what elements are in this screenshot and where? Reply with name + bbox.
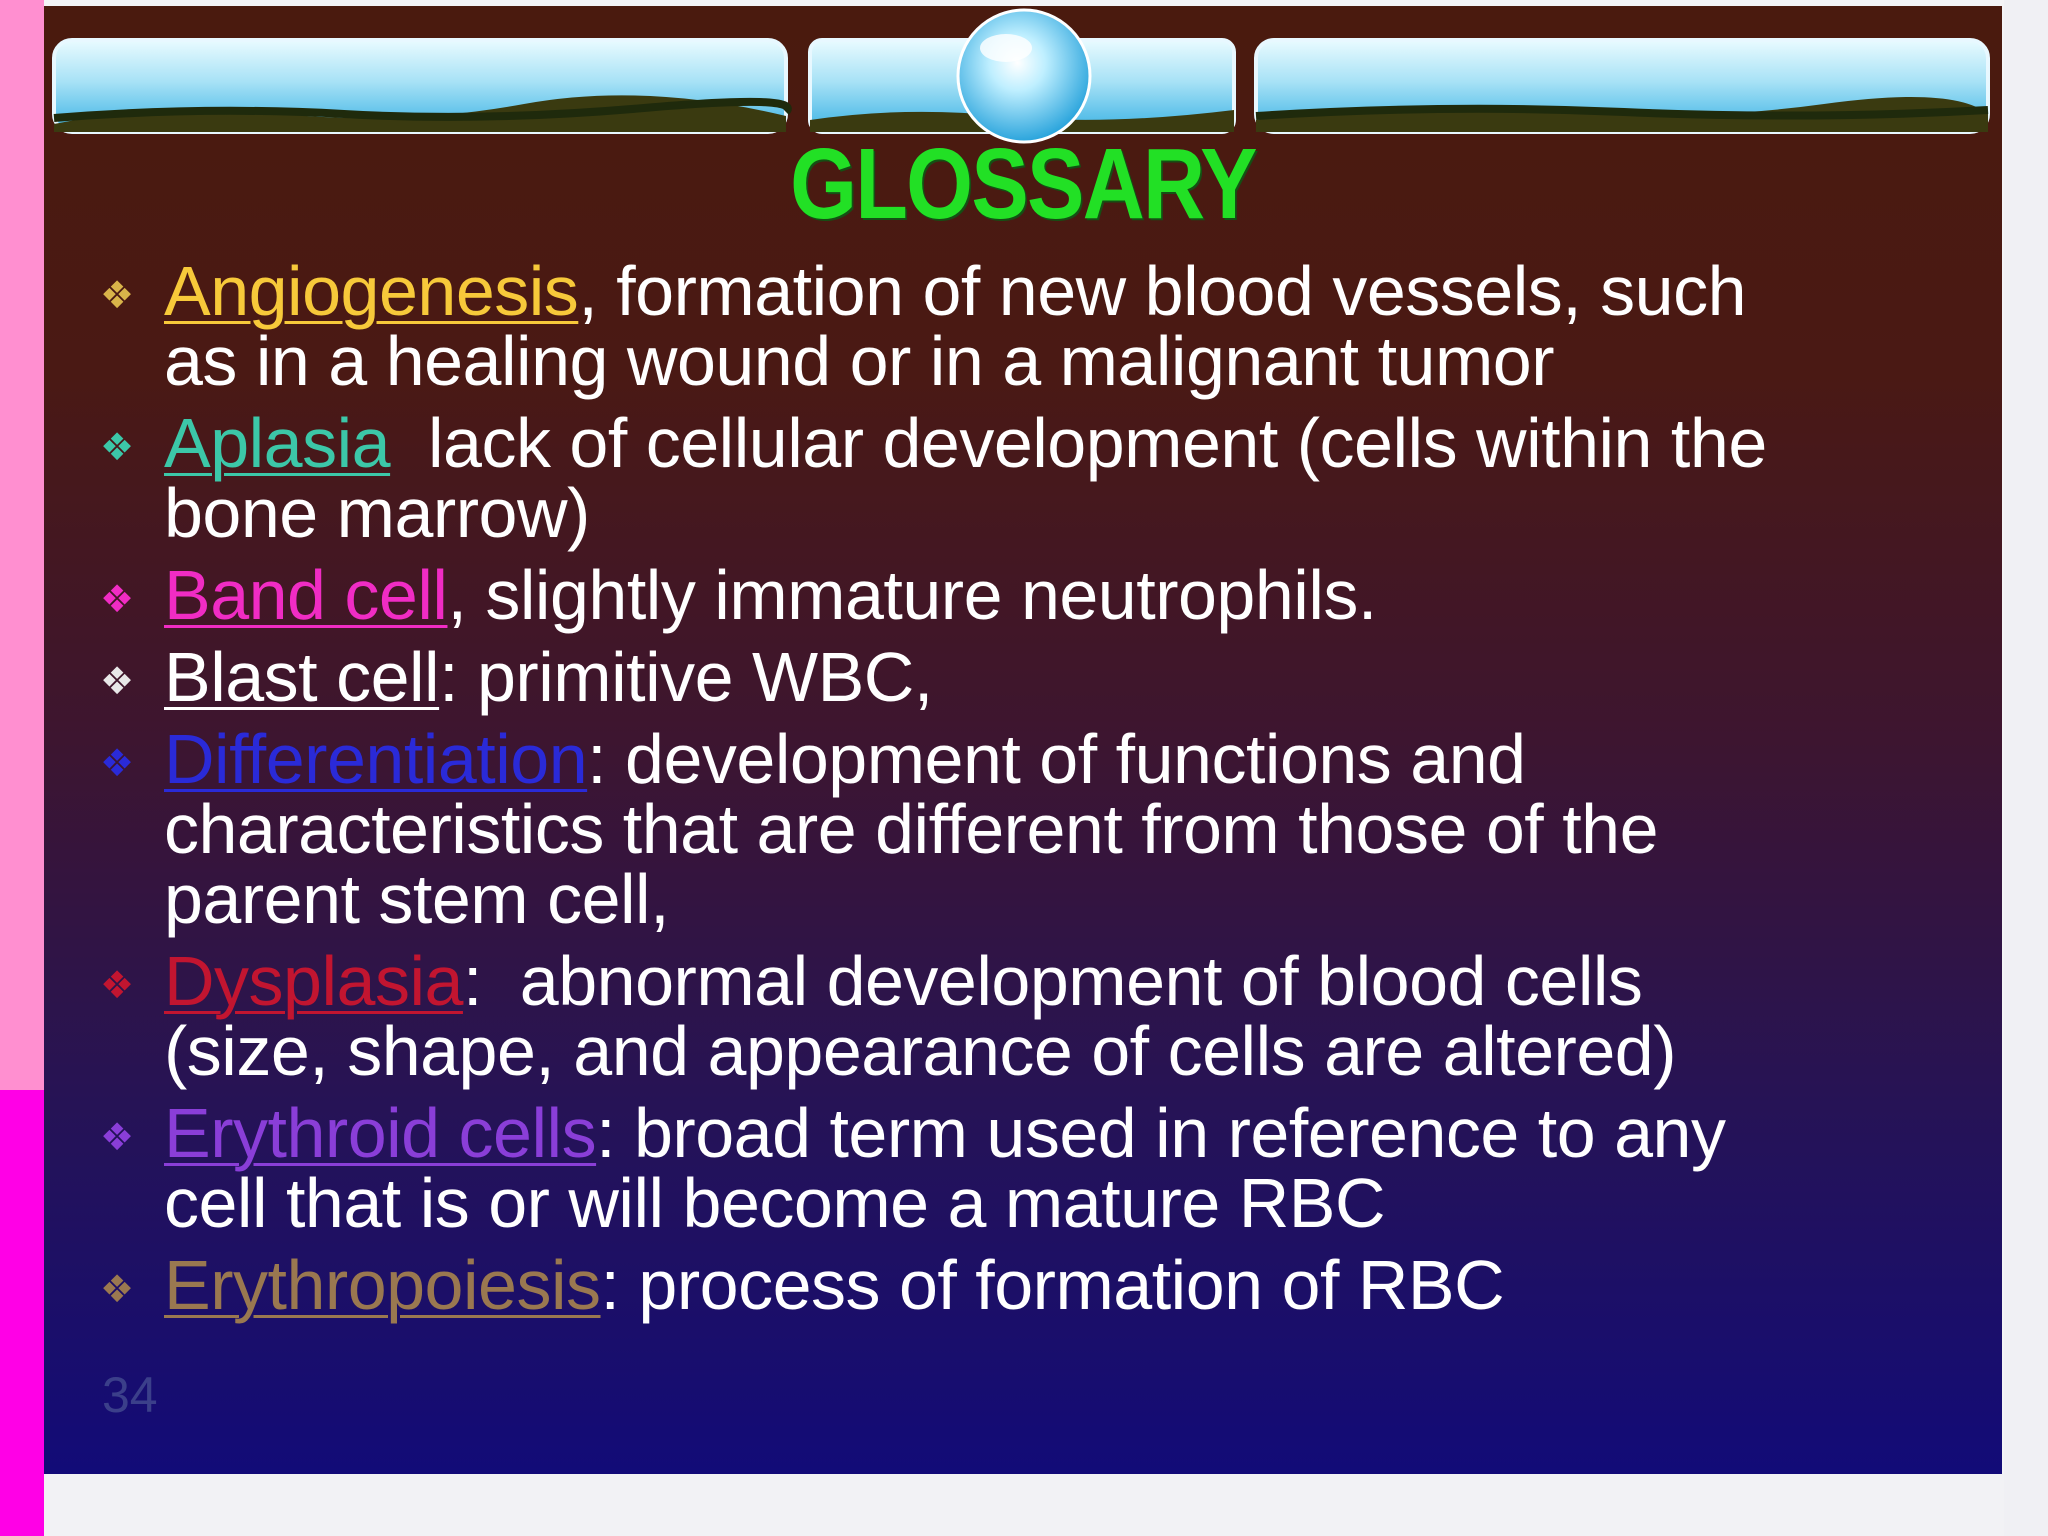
diamond-bullet-icon: ❖ <box>100 273 135 317</box>
bottom-whitespace <box>44 1474 2004 1536</box>
glossary-term: Aplasia <box>164 404 391 482</box>
slide-number: 34 <box>102 1367 158 1423</box>
glossary-term: Angiogenesis <box>164 252 579 330</box>
glossary-definition: lack of cellular development (cells with… <box>390 404 1767 482</box>
diamond-bullet-icon: ❖ <box>100 741 135 785</box>
glossary-definition: : primitive WBC, <box>439 638 933 716</box>
glossary-line: Aplasia lack of cellular development (ce… <box>164 408 1962 478</box>
diamond-bullet-icon: ❖ <box>100 577 135 621</box>
glossary-term: Erythropoiesis <box>164 1246 601 1324</box>
glossary-term: Blast cell <box>164 638 440 716</box>
glossary-list: ❖ Angiogenesis, formation of new blood ve… <box>44 256 2002 1332</box>
glossary-definition: , slightly immature neutrophils. <box>447 556 1377 634</box>
glossary-line: Band cell, slightly immature neutrophils… <box>164 560 1962 630</box>
left-pink-border <box>0 0 44 1090</box>
glossary-definition: , formation of new blood vessels, such <box>578 252 1747 330</box>
glossary-term: Differentiation <box>164 720 588 798</box>
glossary-definition-continued: bone marrow) <box>164 474 590 552</box>
glossary-term: Band cell <box>164 556 448 634</box>
diamond-bullet-icon: ❖ <box>100 659 135 703</box>
glossary-item: ❖ Band cell, slightly immature neutrophil… <box>44 560 2002 630</box>
glossary-item: ❖ Dysplasia: abnormal development of bloo… <box>44 946 2002 1086</box>
glossary-line: Angiogenesis, formation of new blood ves… <box>164 256 1962 326</box>
right-border <box>2004 0 2048 1536</box>
glossary-item: ❖ Blast cell: primitive WBC, <box>44 642 2002 712</box>
glossary-term: Dysplasia <box>164 942 463 1020</box>
sky-landscape-banner <box>52 8 1990 144</box>
glossary-line: Erythroid cells: broad term used in refe… <box>164 1098 1962 1168</box>
glossary-definition-continued: (size, shape, and appearance of cells ar… <box>164 1012 1677 1090</box>
glossary-line: Differentiation: development of function… <box>164 724 1962 794</box>
glossary-line: Blast cell: primitive WBC, <box>164 642 1962 712</box>
glossary-line: Erythropoiesis: process of formation of … <box>164 1250 1962 1320</box>
glossary-item: ❖ Aplasia lack of cellular development (c… <box>44 408 2002 548</box>
diamond-bullet-icon: ❖ <box>100 1267 135 1311</box>
glossary-definition: : process of formation of RBC <box>600 1246 1505 1324</box>
glossary-definition-continued: as in a healing wound or in a malignant … <box>164 322 1555 400</box>
left-magenta-border <box>0 1090 44 1536</box>
glossary-definition: : development of functions and <box>587 720 1526 798</box>
glossary-term: Erythroid cells <box>164 1094 597 1172</box>
diamond-bullet-icon: ❖ <box>100 1115 135 1159</box>
glossary-definition-continued: characteristics that are different from … <box>164 790 1659 868</box>
glossary-item: ❖ Differentiation: development of functio… <box>44 724 2002 934</box>
glossary-item: ❖ Angiogenesis, formation of new blood ve… <box>44 256 2002 396</box>
glossary-definition: : broad term used in reference to any <box>596 1094 1726 1172</box>
glossary-definition-continued: cell that is or will become a mature RBC <box>164 1164 1386 1242</box>
glossary-item: ❖ Erythropoiesis: process of formation of… <box>44 1250 2002 1320</box>
glossary-line: Dysplasia: abnormal development of blood… <box>164 946 1962 1016</box>
slide-title: GLOSSARY <box>790 128 1257 240</box>
diamond-bullet-icon: ❖ <box>100 963 135 1007</box>
glossary-item: ❖ Erythroid cells: broad term used in ref… <box>44 1098 2002 1238</box>
glossary-slide: GLOSSARY ❖ Angiogenesis, formation of new… <box>44 6 2002 1474</box>
glossary-definition-continued: parent stem cell, <box>164 860 670 938</box>
diamond-bullet-icon: ❖ <box>100 425 135 469</box>
glossary-definition: : abnormal development of blood cells <box>462 942 1643 1020</box>
